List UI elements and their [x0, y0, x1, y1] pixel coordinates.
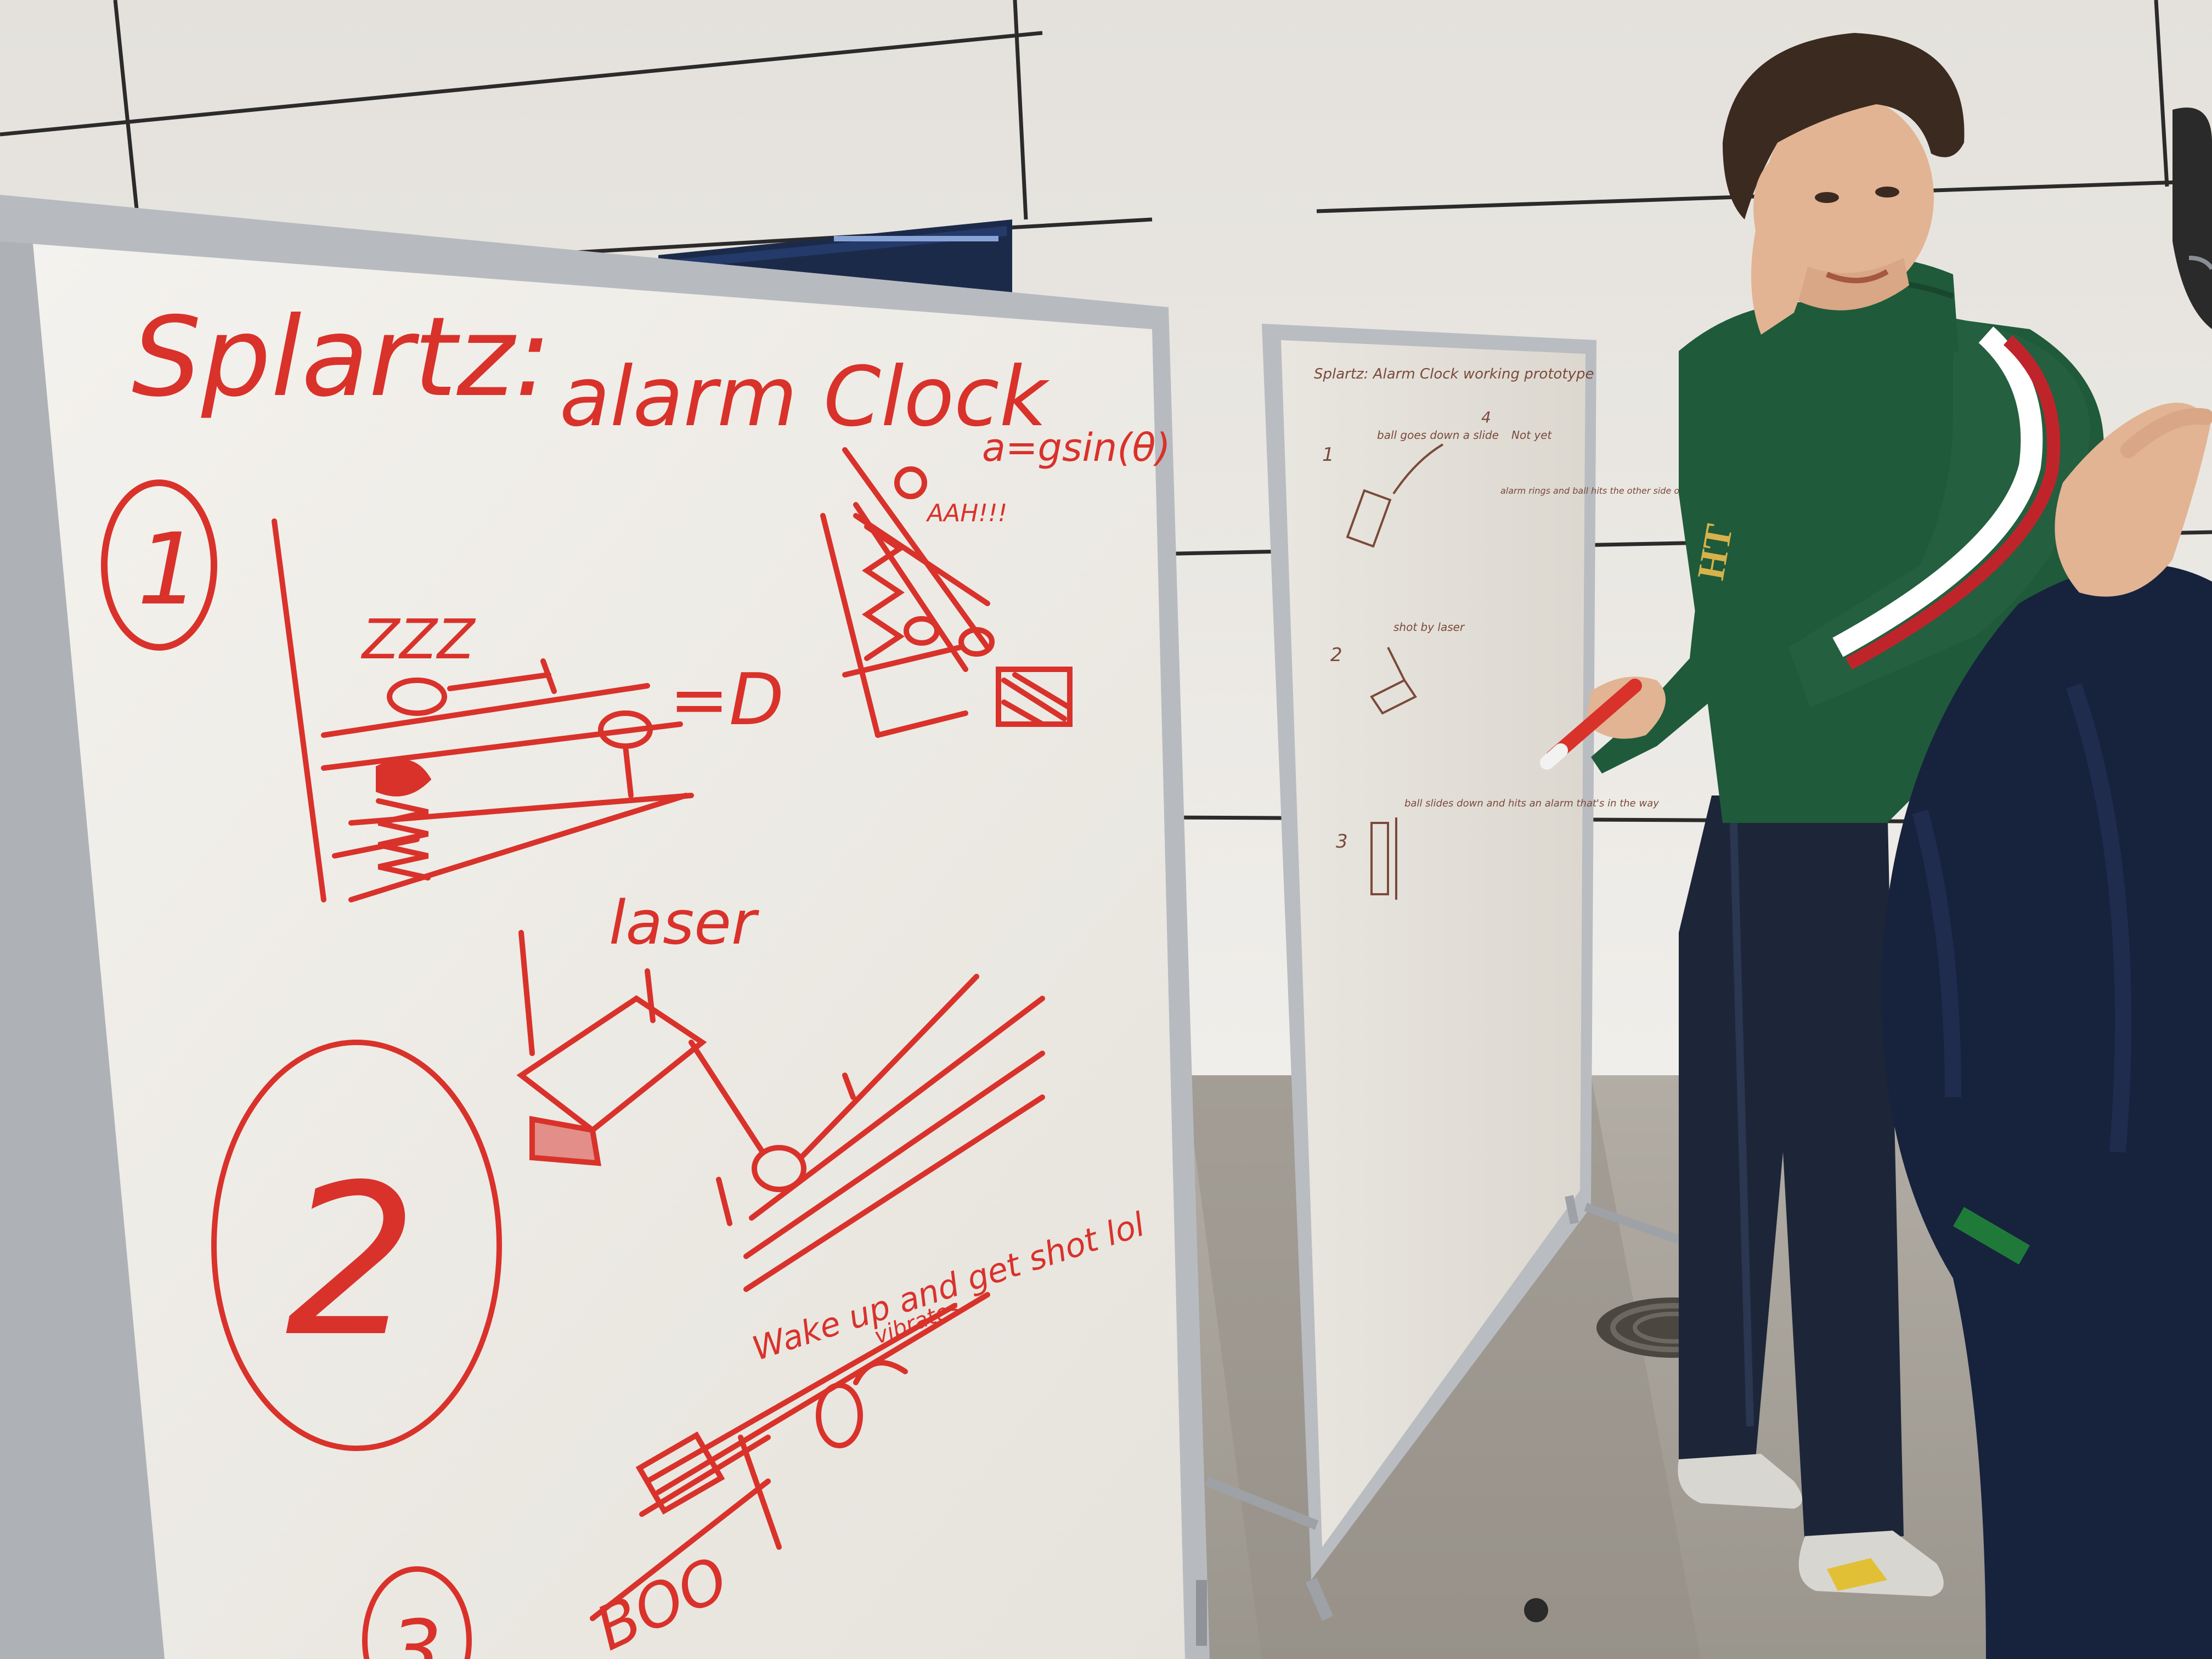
- back-board-title: Splartz: Alarm Clock working prototype: [1314, 366, 1594, 382]
- back-board-side-note: alarm rings and ball hits the other side…: [1500, 486, 1691, 496]
- back-board-step2-sketch: [1370, 647, 1417, 715]
- back-board-step2-note: shot by laser: [1393, 620, 1465, 634]
- back-board-step2-number: 2: [1330, 644, 1342, 666]
- step2-number-circle: [211, 1040, 502, 1451]
- board-formula: a=gsin(θ): [982, 425, 1171, 470]
- step3-sketch: [590, 1292, 990, 1621]
- step2-laser-sketch: [516, 930, 1045, 1292]
- step1-shout: AAH!!!: [926, 499, 1007, 527]
- red-marker: [1545, 679, 1642, 764]
- back-board-step3-sketch: [1370, 817, 1397, 900]
- step1-number-circle: [101, 479, 217, 651]
- step1-arrow: =D: [669, 658, 784, 741]
- board-title: Splartz:: [132, 294, 551, 421]
- back-board-step1-note: ball goes down a slide: [1377, 428, 1499, 442]
- back-board-side-title: Not yet: [1511, 428, 1553, 442]
- back-board-step1-sketch: [1346, 443, 1444, 548]
- front-whiteboard: [0, 195, 1548, 1659]
- step1-ramp-sketch: [820, 447, 1073, 738]
- back-whiteboard: [1205, 324, 1697, 1621]
- step2-label: laser: [609, 888, 759, 958]
- back-board-step3-number: 3: [1336, 831, 1348, 853]
- step1-sleep: ZZZ: [360, 607, 476, 672]
- back-board-step1-number: 1: [1322, 444, 1334, 466]
- step3-number: 3: [390, 1603, 442, 1659]
- step1-number: 1: [137, 512, 200, 627]
- back-board-side-number: 4: [1481, 408, 1491, 426]
- board-subtitle: alarm Clock: [560, 349, 1050, 445]
- sweater-monogram: HT: [1690, 521, 1741, 583]
- back-board-step3-note: ball slides down and hits an alarm that'…: [1404, 798, 1659, 809]
- step2-number: 2: [285, 1139, 418, 1383]
- step3-number-circle: [362, 1566, 472, 1659]
- person-foreground: [1881, 108, 2212, 1659]
- step1-sketch: [272, 518, 694, 902]
